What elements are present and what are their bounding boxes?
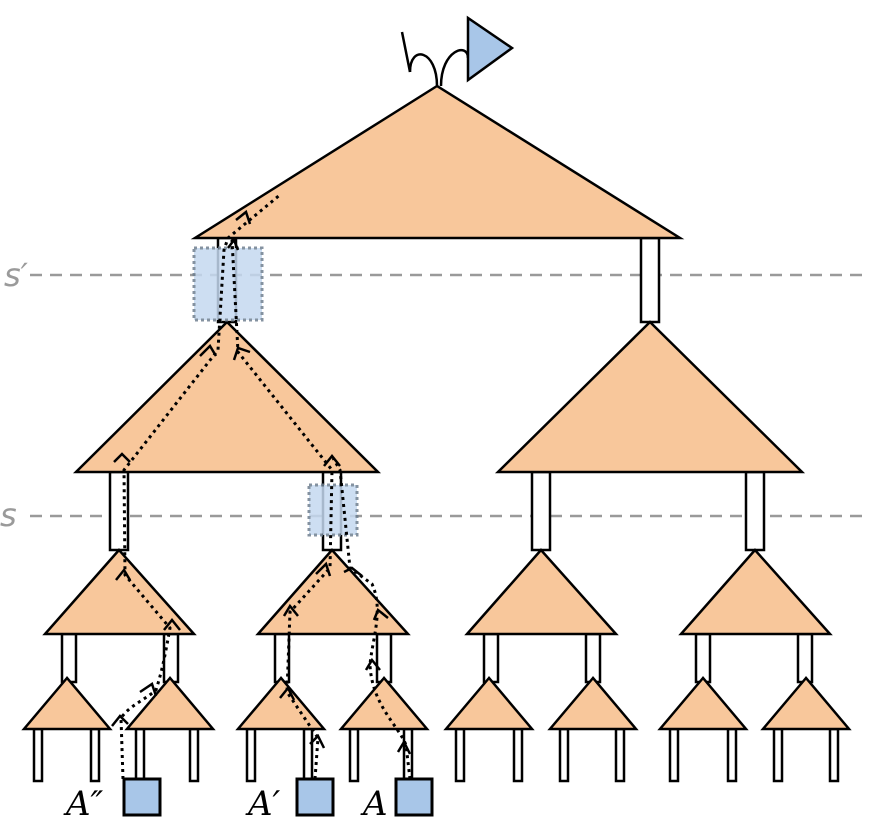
square-operator-icon — [122, 777, 162, 817]
bond-l2-2b — [375, 632, 393, 684]
tensors — [21, 84, 852, 731]
bond-l1b-right — [744, 470, 766, 552]
square-operator-icon — [295, 777, 335, 817]
tensor-l2-4 — [678, 548, 833, 636]
bond-l2-1a — [60, 632, 78, 684]
tensor-l3-4 — [338, 676, 430, 731]
triangle-state-icon — [466, 15, 515, 83]
physical-legs — [32, 727, 840, 783]
operator-label-a: A — [360, 784, 388, 824]
operator-label-a-prime: A′ — [245, 784, 281, 824]
cut-label-s-prime: s′ — [4, 256, 29, 294]
bond-l2-4b — [796, 632, 814, 684]
tensor-l1-right — [494, 320, 806, 474]
tensor-l3-7 — [657, 676, 749, 731]
tensor-root — [190, 84, 685, 240]
tensor-l3-3 — [235, 676, 327, 731]
top-leg-right — [439, 48, 470, 87]
highlight-bond-s — [307, 483, 359, 537]
bond-l2-3a — [482, 632, 500, 684]
tensor-l2-3 — [464, 548, 619, 636]
operator-label-a-double-prime: A″ — [63, 784, 104, 824]
top-open-leg-icon — [400, 31, 412, 73]
tensor-l3-1 — [21, 676, 113, 731]
bond-l1b-left — [530, 470, 552, 552]
tensor-l3-2 — [124, 676, 216, 731]
tensor-l3-8 — [760, 676, 852, 731]
top-leg-left — [408, 53, 439, 87]
bond-l2-4a — [694, 632, 712, 684]
tensor-l3-5 — [443, 676, 535, 731]
bond-l2-3b — [584, 632, 602, 684]
tensor-l3-6 — [547, 676, 639, 731]
square-operator-icon — [394, 777, 434, 817]
path-markers — [111, 209, 412, 755]
tensor-l1-left — [72, 320, 382, 474]
tensor-l2-2 — [255, 548, 411, 636]
bond-root-right — [639, 236, 661, 324]
highlight-bond-s-prime — [192, 246, 264, 322]
cut-label-s: s — [0, 496, 17, 534]
